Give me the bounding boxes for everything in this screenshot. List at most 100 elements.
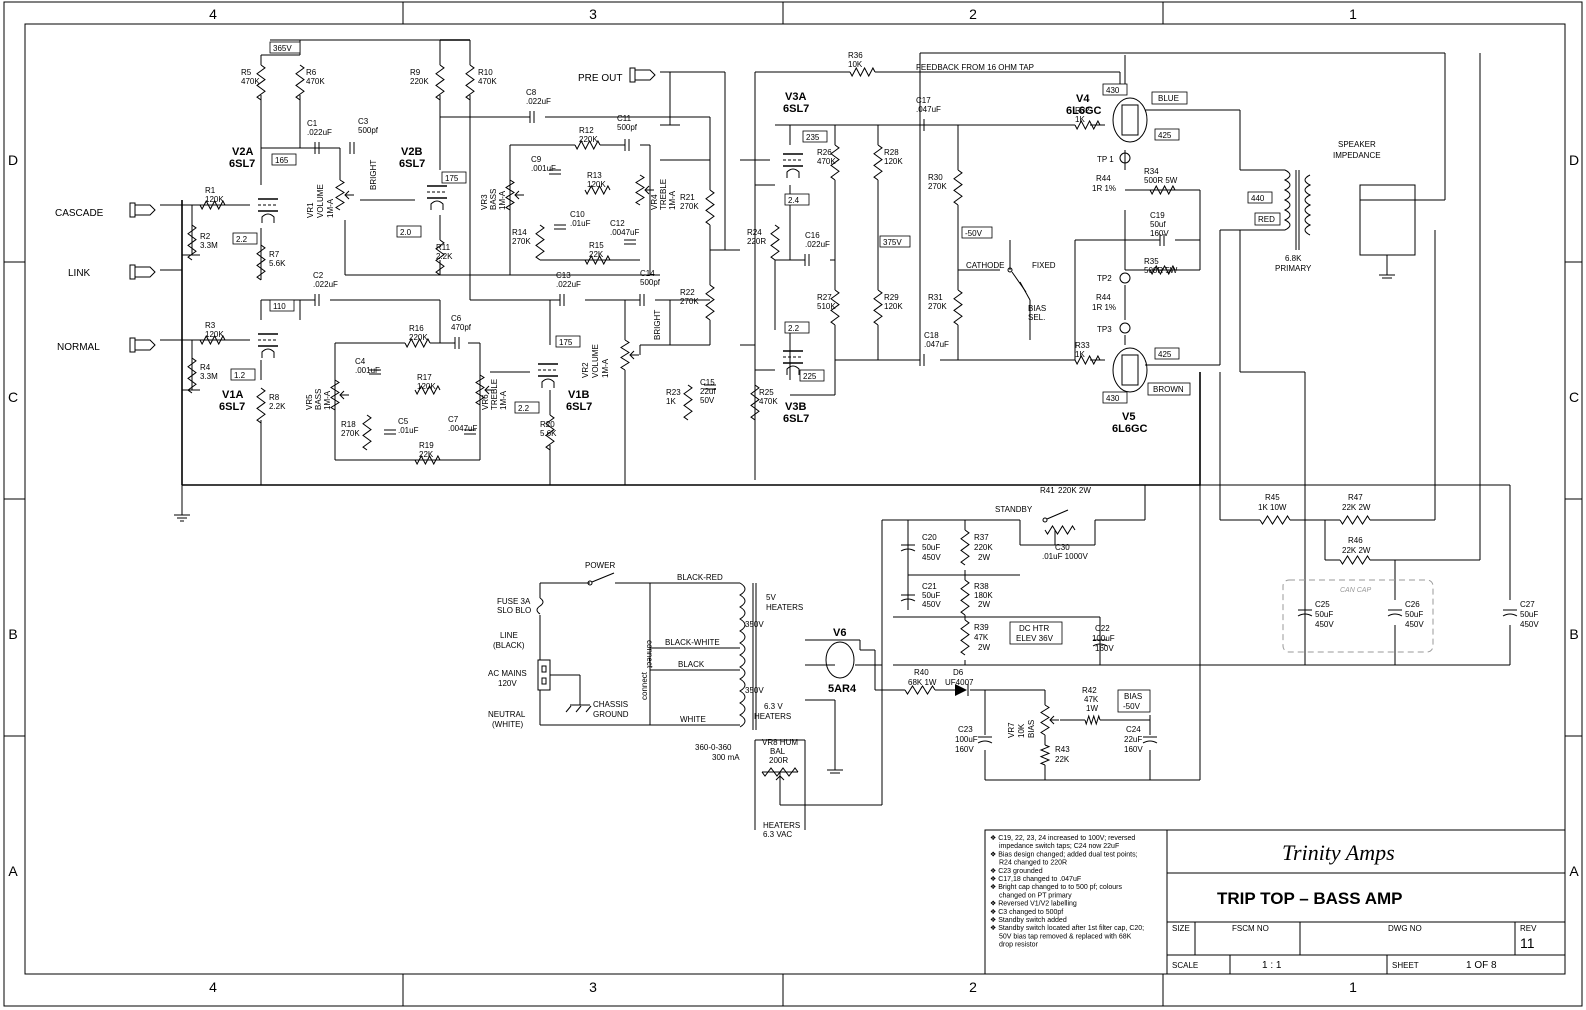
r3-value: 120K [205,330,224,339]
r32-resistor [1074,119,1101,131]
v235-voltage-label: 235 [806,133,820,142]
v2_0-voltage-label: 2.0 [400,228,412,237]
r2-resistor [187,224,197,261]
v165-voltage-label: 165 [275,156,289,165]
c10-value: .01uF [570,219,591,228]
heaters-label-2: 6.3 VAC [763,830,792,839]
primary-label-2: PRIMARY [1275,264,1312,273]
r8-resistor [256,387,266,424]
r42-value: 47K [1084,695,1099,704]
r13-label: R13 [587,171,602,180]
r44b-value: 1R 1% [1092,303,1116,312]
c21-value: 50uF [922,591,940,600]
r3-label: R3 [205,321,216,330]
brown-wire-label: BROWN [1153,385,1184,394]
v375-voltage-box [879,235,911,248]
v175b-voltage-label: 175 [559,338,573,347]
r4-resistor [187,357,197,394]
secondary-350v-b: 350V [745,686,764,695]
vr2-fn: VOLUME [591,344,600,378]
r30-value: 270K [928,182,947,191]
v430a-voltage-box [1102,83,1128,96]
c21-label: C21 [922,582,937,591]
r14-label: R14 [512,228,527,237]
brand-logo: Trinity Amps [1282,840,1395,865]
r3-resistor [199,334,226,346]
r11-value: 2.2K [436,252,453,261]
r47-label: R47 [1348,493,1363,502]
r20-resistor [545,414,555,451]
r18-label: R18 [341,420,356,429]
c24-label: C24 [1126,725,1141,734]
r40-value: 68K 1W [908,678,937,687]
vr5-label: VR5 [305,394,314,410]
vr1-value: 1M-A [326,198,335,218]
vr8-potentiometer [761,767,799,777]
r39-value: 47K [974,633,989,642]
c2-label: C2 [313,271,324,280]
r35-resistor [1149,264,1176,276]
r25-label: R25 [759,388,774,397]
r24-resistor [770,224,780,261]
r41-value: 220K 2W [1058,486,1091,495]
elev-label: ELEV 36V [1016,634,1054,643]
c27-value: 50uF [1520,610,1538,619]
v165-voltage-box [271,153,297,166]
heater-5v-label: 5V [766,593,776,602]
neutral-label-2: (WHITE) [492,720,523,729]
tp1-label: TP 1 [1097,155,1114,164]
tp2-icon [1119,272,1131,284]
c25-capacitor-plate [1297,613,1313,617]
revision-notes: ❖ C19, 22, 23, 24 increased to 100V; rev… [990,835,1144,949]
dwg-no-label: DWG NO [1388,924,1422,933]
c20-voltage: 450V [922,553,941,562]
zone-col-4-top: 4 [209,6,217,22]
drawing-title: TRIP TOP – BASS AMP [1217,889,1402,908]
r4-label: R4 [200,363,211,372]
r45-resistor [1259,515,1291,525]
v425a-voltage-label: 425 [1158,131,1172,140]
v1b-triode-icon [538,363,558,388]
r43-label: R43 [1055,745,1070,754]
black-white-label: BLACK-WHITE [665,638,720,647]
r37-resistor [960,529,970,566]
v4-tube-icon [1112,97,1148,143]
rev-value: 11 [1520,935,1535,951]
r20-label: R20 [540,420,555,429]
d6-label: D6 [953,668,964,677]
v365-voltage-box [269,41,301,54]
revision-note-11: ❖ Standby switch located after 1st filte… [990,925,1144,932]
r9-label: R9 [410,68,421,77]
r36-label: R36 [848,51,863,60]
r1-value: 120K [205,195,224,204]
vr7-value: 10K [1017,723,1026,738]
v5-label: V5 [1122,411,1135,423]
r23-value: 1K [666,397,676,406]
vr8-fn: BAL [770,747,786,756]
v2b-triode-icon [427,185,447,210]
r25-value: 470K [759,397,778,406]
dc-htr-label: DC HTR [1019,624,1049,633]
c26-voltage: 450V [1405,620,1424,629]
v1a-type: 6SL7 [219,401,245,413]
fuse-icon [536,597,544,615]
v425b-voltage-label: 425 [1158,350,1172,359]
tp2-label: TP2 [1097,274,1112,283]
v1a-label: V1A [222,389,243,401]
v3b-triode-icon [783,350,803,375]
r6-resistor [295,64,305,101]
v440-voltage-label: 440 [1251,194,1265,203]
v110-voltage-label: 110 [273,302,286,311]
r9-resistor [435,64,445,101]
revision-note-10: ❖ Standby switch added [990,917,1067,924]
c18-label: C18 [924,331,939,340]
vr8-label: VR8 HUM [762,738,798,747]
r19-resistor [414,454,441,466]
black-red-label: BLACK-RED [677,573,723,582]
vr6-value: 1M-A [499,390,508,410]
r8-value: 2.2K [269,402,286,411]
c6-label: C6 [451,314,462,323]
c8-value: .022uF [526,97,551,106]
c19-value: 50uf [1150,220,1166,229]
r22-value: 270K [680,297,699,306]
